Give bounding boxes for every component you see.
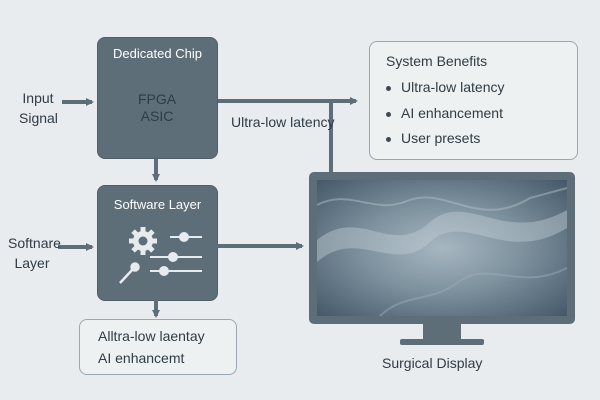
input-signal-line2: Signal	[19, 110, 58, 126]
slider-icon	[150, 232, 202, 276]
bullet-icon	[386, 85, 391, 91]
benefit-item: User presets	[386, 130, 480, 146]
software-input-line1: Softnare	[8, 235, 61, 251]
benefit-item: AI enhancement	[386, 105, 503, 121]
chip-line1: FPGA	[137, 91, 177, 107]
bullet-icon	[386, 136, 391, 142]
wrench-icon	[119, 262, 140, 284]
gear-icon	[129, 227, 157, 255]
benefit-item: Ultra-low latency	[386, 79, 504, 95]
latency-arrow-label: Ultra-low latency	[231, 114, 335, 130]
software-input-label: Softnare Layer	[8, 233, 61, 273]
output-line2: AI enhancemt	[98, 350, 185, 366]
input-signal-line1: Input	[22, 90, 54, 106]
benefit-label: Ultra-low latency	[401, 79, 505, 95]
dedicated-chip-title: Dedicated Chip	[113, 46, 202, 61]
output-box: Alltra-low laentay AI enhancemt	[79, 319, 237, 375]
gear-tooth	[140, 249, 146, 255]
software-input-line2: Layer	[14, 255, 50, 271]
surgical-display-monitor	[309, 172, 575, 345]
system-benefits-box: System Benefits Ultra-low latency AI enh…	[369, 41, 578, 160]
gear-tooth	[140, 227, 146, 233]
chip-line2: ASIC	[140, 108, 174, 124]
surgical-display-label: Surgical Display	[382, 355, 483, 371]
bullet-icon	[386, 111, 391, 117]
dedicated-chip-box: Dedicated Chip	[97, 37, 218, 159]
input-signal-label: Input Signal	[19, 88, 58, 128]
chip-text: FPGA ASIC	[128, 91, 186, 131]
output-line1: Alltra-low laentay	[98, 328, 205, 344]
benefit-label: User presets	[401, 130, 481, 146]
benefit-label: AI enhancement	[401, 105, 503, 121]
system-benefits-title: System Benefits	[386, 53, 488, 69]
